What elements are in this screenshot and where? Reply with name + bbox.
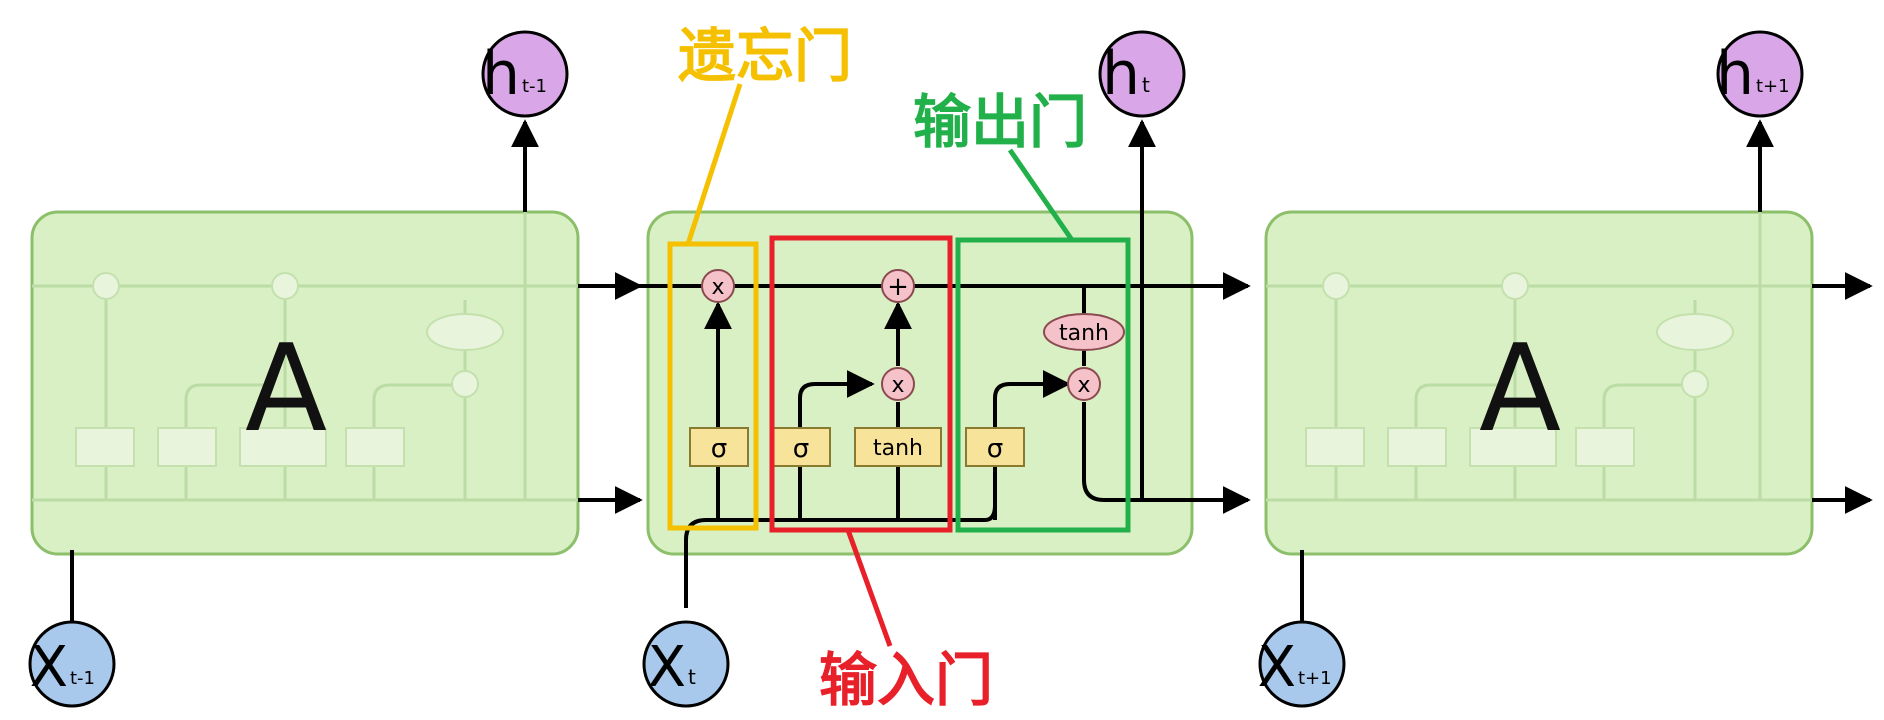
h-curr-node: h t <box>1098 30 1186 118</box>
output-sigma-text: σ <box>987 434 1003 464</box>
curr-cell-ops: x + x tanh x <box>701 269 1125 401</box>
x-prev-base: X <box>30 635 68 700</box>
next-cell-label: A <box>1479 320 1561 459</box>
input-tanh-text: tanh <box>873 436 923 461</box>
h-next-sub: t+1 <box>1756 76 1790 97</box>
h-prev-sub: t-1 <box>522 76 547 97</box>
curr-cell-wiring <box>70 119 1774 622</box>
input-gate-label: 输入门 <box>819 646 993 714</box>
prev-cell-box <box>30 210 580 556</box>
x-curr-sub: t <box>688 665 696 689</box>
forget-gate-box <box>667 241 759 531</box>
output-tanh-text: tanh <box>1059 321 1109 346</box>
forget-multiply-node: x <box>701 269 735 303</box>
h-next-base: h <box>1716 39 1754 109</box>
curr-cell <box>646 210 1194 556</box>
input-multiply-node: x <box>881 367 915 401</box>
prev-cell: A <box>30 210 580 556</box>
next-cell-box <box>1264 210 1814 556</box>
x-next-base: X <box>1258 635 1296 700</box>
output-sigma-box: σ <box>965 427 1025 467</box>
forget-gate-label: 遗忘门 <box>678 22 852 90</box>
output-gate-label: 输出门 <box>913 88 1087 156</box>
state-lines <box>578 272 1873 514</box>
curr-cell-layers: σ σ tanh σ <box>689 427 1025 467</box>
forget-sigma-text: σ <box>711 434 727 464</box>
prev-cell-faint-boxes <box>75 272 504 467</box>
x-prev-sub: t-1 <box>70 668 95 689</box>
curr-cell-box <box>646 210 1194 556</box>
next-cell: A <box>1264 210 1814 556</box>
output-multiply-node: x <box>1067 367 1101 401</box>
x-next-sub: t+1 <box>1298 668 1332 689</box>
cell-plus-text: + <box>887 272 909 302</box>
forget-sigma-box: σ <box>689 427 749 467</box>
output-gate-box <box>955 237 1131 533</box>
forget-multiply-text: x <box>711 275 724 300</box>
input-multiply-text: x <box>891 373 904 398</box>
input-sigma-box: σ <box>771 427 831 467</box>
output-tanh-node: tanh <box>1043 313 1125 351</box>
h-prev-base: h <box>482 39 520 109</box>
x-prev-node: X t-1 <box>28 620 116 708</box>
output-multiply-text: x <box>1077 373 1090 398</box>
input-sigma-text: σ <box>793 434 809 464</box>
x-next-node: X t+1 <box>1258 620 1346 708</box>
gate-pointers <box>685 83 1075 647</box>
prev-cell-label: A <box>245 320 327 459</box>
h-curr-sub: t <box>1142 73 1150 97</box>
input-pointer <box>845 529 893 647</box>
h-next-node: h t+1 <box>1716 30 1804 118</box>
forget-pointer <box>685 83 743 245</box>
input-tanh-box: tanh <box>854 427 942 467</box>
gate-highlights <box>667 235 1131 533</box>
h-prev-node: h t-1 <box>481 30 569 118</box>
cell-plus-node: + <box>881 269 915 303</box>
output-pointer <box>1007 148 1075 242</box>
h-curr-base: h <box>1102 39 1140 109</box>
next-cell-faint-boxes <box>1305 272 1734 467</box>
input-gate-box <box>769 235 953 533</box>
x-curr-node: X t <box>642 620 730 708</box>
x-curr-base: X <box>648 635 686 700</box>
